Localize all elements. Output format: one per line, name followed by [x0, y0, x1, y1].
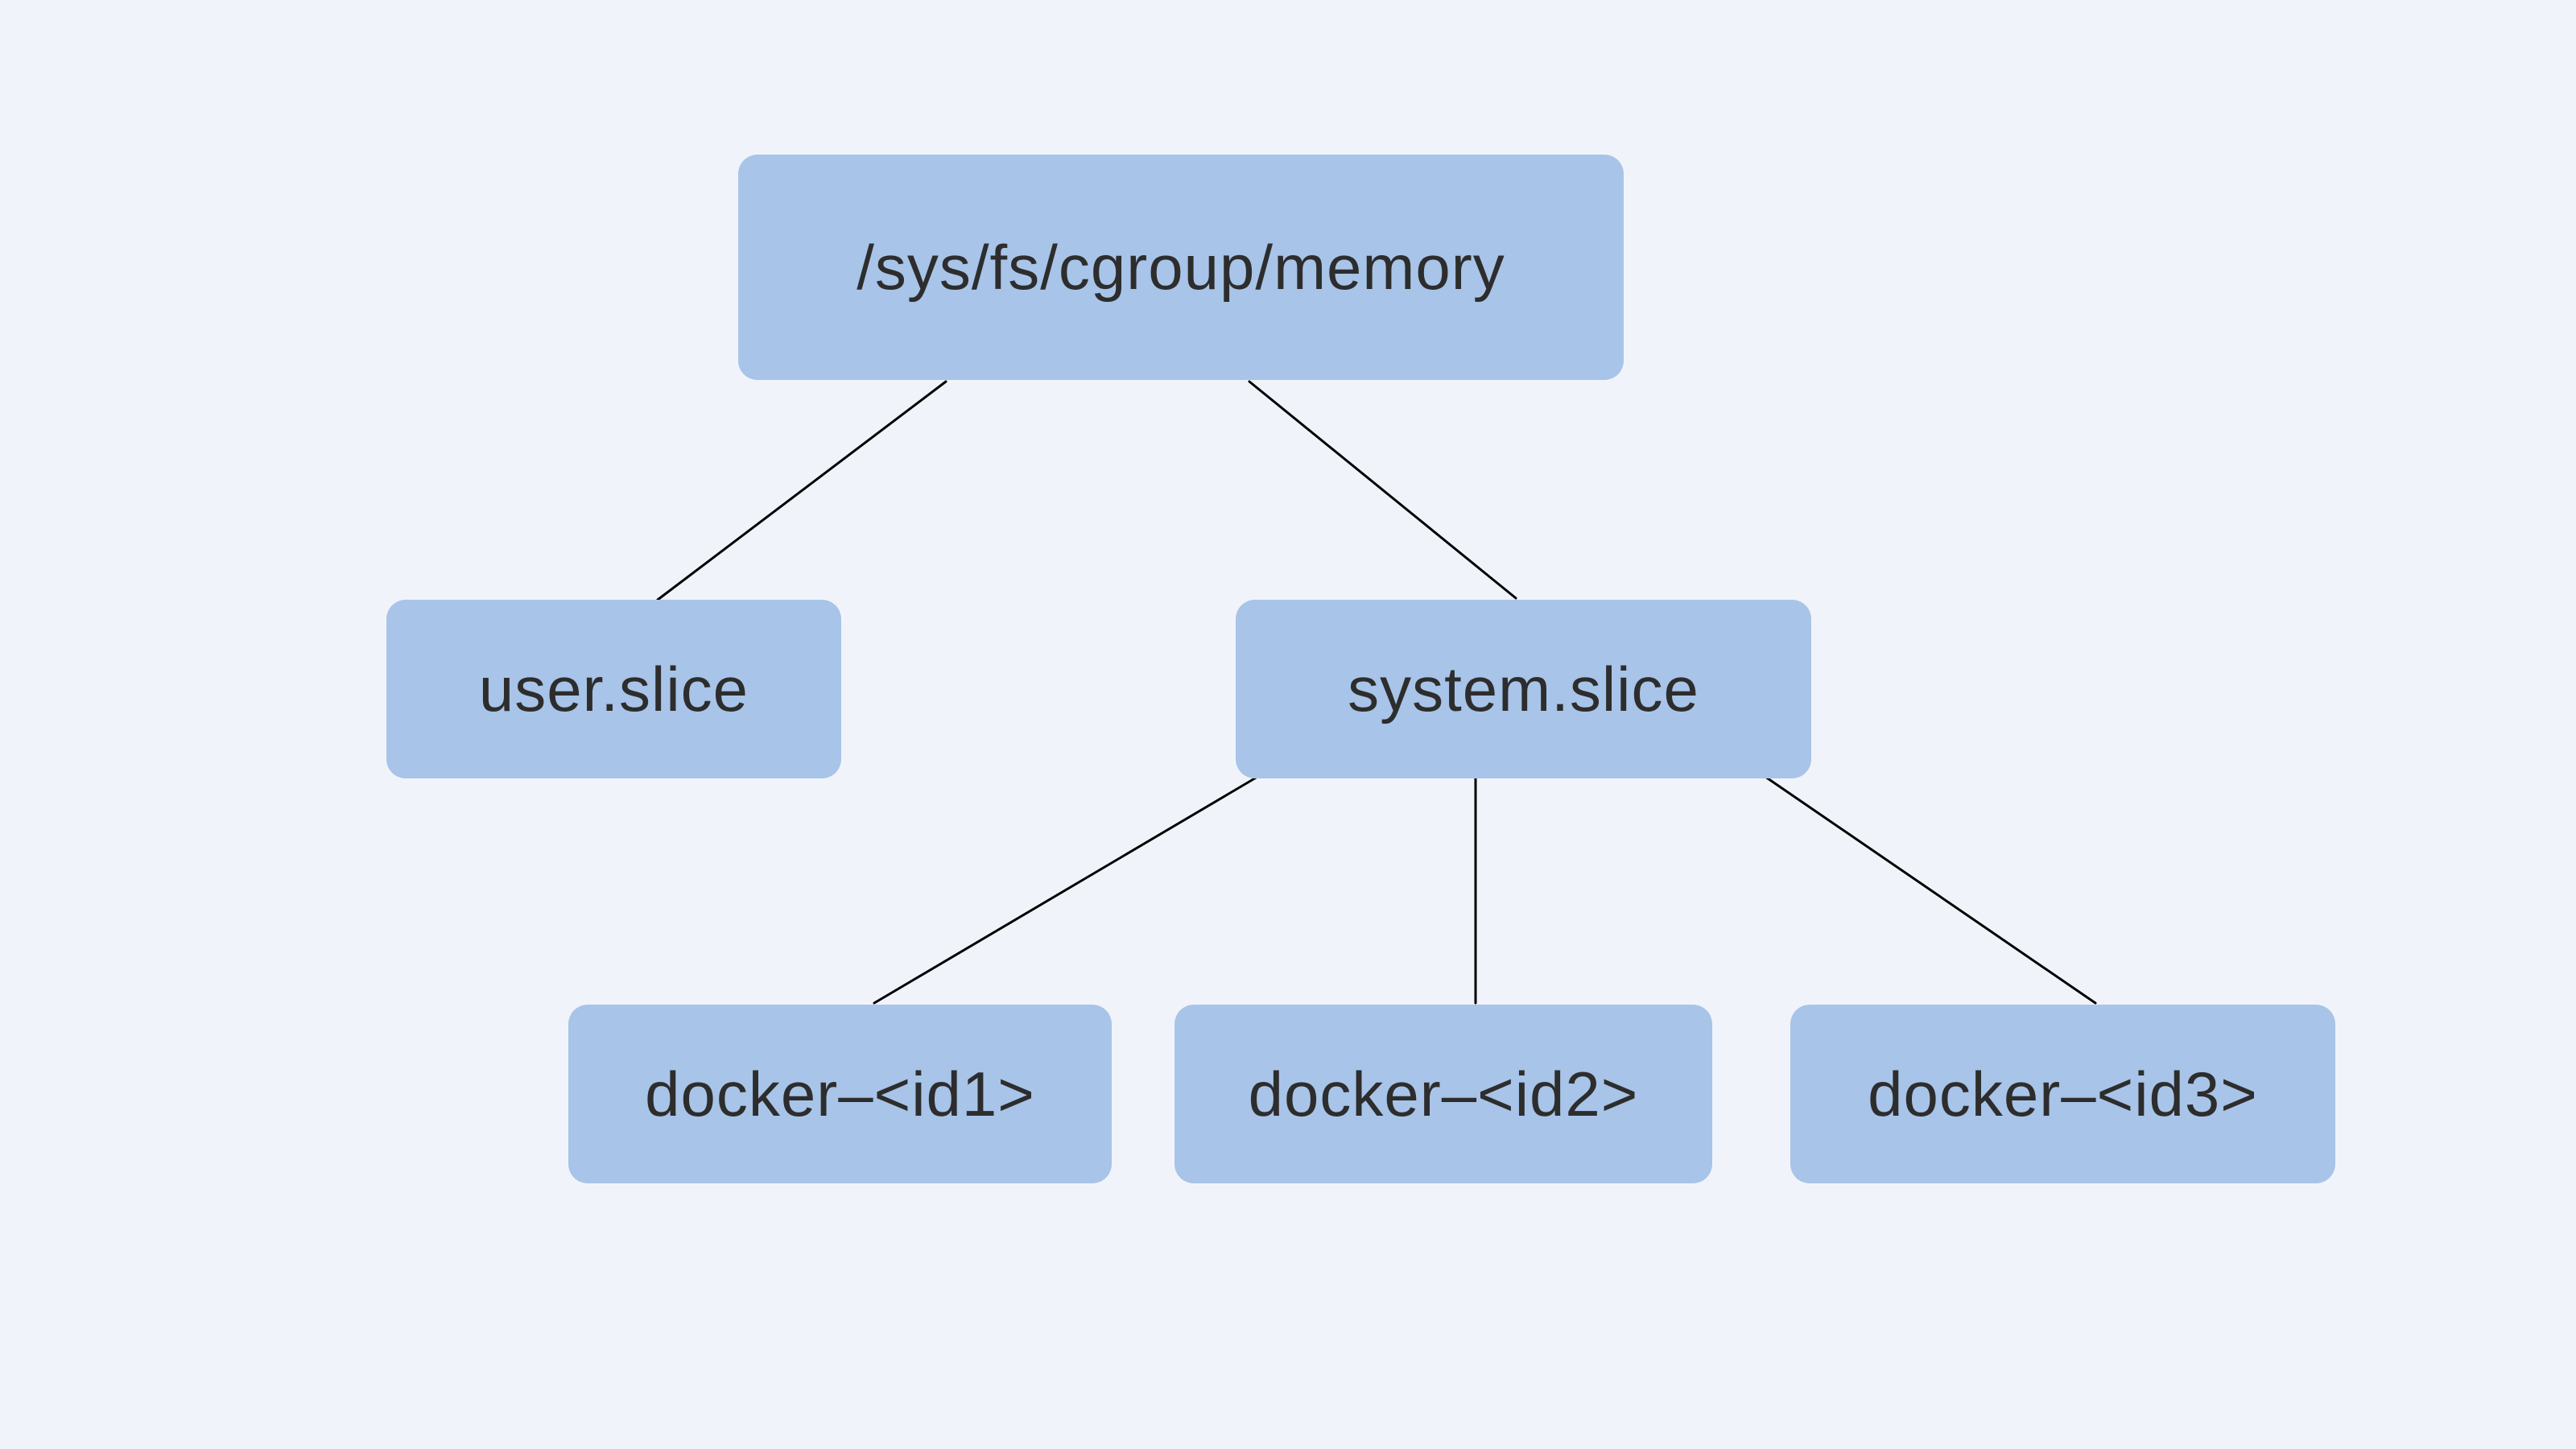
tree-node-root-label: /sys/fs/cgroup/memory	[857, 231, 1505, 303]
tree-node-docker-id1: docker–<id1>	[568, 1005, 1112, 1183]
tree-node-root: /sys/fs/cgroup/memory	[738, 155, 1624, 380]
edge-system-to-docker-id1	[873, 775, 1259, 1005]
tree-node-docker-id2: docker–<id2>	[1174, 1005, 1712, 1183]
tree-node-system-slice: system.slice	[1236, 600, 1811, 778]
tree-node-docker-id2-label: docker–<id2>	[1248, 1058, 1639, 1129]
tree-node-system-slice-label: system.slice	[1348, 653, 1699, 724]
tree-node-docker-id1-label: docker–<id1>	[645, 1058, 1035, 1129]
edge-system-to-docker-id3	[1764, 775, 2097, 1005]
tree-node-docker-id3-label: docker–<id3>	[1868, 1058, 2258, 1129]
edge-root-to-user-slice	[656, 380, 947, 601]
tree-node-docker-id3: docker–<id3>	[1790, 1005, 2335, 1183]
edge-root-to-system-slice	[1248, 380, 1517, 600]
tree-node-user-slice: user.slice	[386, 600, 841, 778]
tree-node-user-slice-label: user.slice	[478, 653, 749, 724]
